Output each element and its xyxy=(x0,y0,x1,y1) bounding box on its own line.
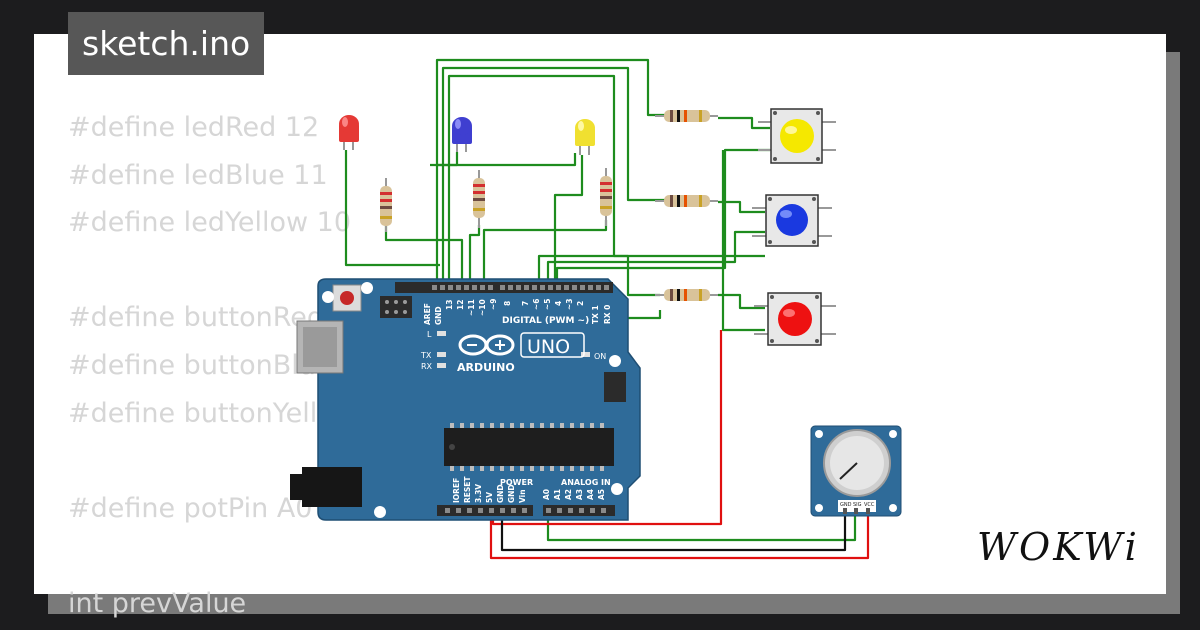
resistor[interactable] xyxy=(655,110,718,122)
wire-red[interactable] xyxy=(489,512,870,560)
wire-black[interactable] xyxy=(500,512,847,552)
potentiometer[interactable]: GND SIG VCC xyxy=(810,425,902,517)
pushbutton-blue[interactable] xyxy=(752,194,832,247)
pin-label: GND xyxy=(434,306,443,325)
code-line: #define ledRed 12 xyxy=(68,112,320,143)
wire-green[interactable] xyxy=(437,152,459,167)
onboard-leds: L TX RX ON xyxy=(420,330,606,371)
pot-pin-label: SIG xyxy=(853,502,862,508)
wire-green[interactable] xyxy=(537,254,765,288)
pin-label: AREF xyxy=(423,303,432,325)
led-label-rx: RX xyxy=(421,362,433,371)
pin-label: 8 xyxy=(503,301,512,306)
wire-green[interactable] xyxy=(430,153,577,167)
wokwi-logo: WOKWi xyxy=(977,525,1140,569)
code-line: #define ledBlue 11 xyxy=(68,159,328,191)
pin-label: ~5 xyxy=(543,298,552,310)
file-title: sketch.ino xyxy=(68,12,265,75)
led-label-on: ON xyxy=(594,352,606,361)
analog-pin-label: A0 xyxy=(542,489,551,500)
resistor[interactable] xyxy=(655,195,718,207)
wire-green[interactable] xyxy=(468,225,481,288)
analog-pin-label: A2 xyxy=(564,489,573,500)
wire-green[interactable] xyxy=(546,512,857,542)
analog-pin-label: A5 xyxy=(597,489,606,500)
pin-label: TX 1 xyxy=(591,305,600,324)
microcontroller-chip xyxy=(444,428,614,466)
pin-label: ~11 xyxy=(467,299,476,316)
pushbutton-yellow[interactable] xyxy=(758,108,836,164)
power-pin-label: Vin xyxy=(518,489,527,503)
power-label: POWER xyxy=(500,478,533,487)
wire-green[interactable] xyxy=(441,66,665,288)
wire-green[interactable] xyxy=(344,150,440,267)
pin-label: 7 xyxy=(521,301,530,306)
board-model: UNO xyxy=(527,336,570,358)
power-pin-label: IOREF xyxy=(452,478,461,503)
analog-label: ANALOG IN xyxy=(561,478,611,487)
code-line: int prevValue xyxy=(68,587,247,619)
code-line: #define ledYellow 10 xyxy=(68,207,351,239)
led-red[interactable] xyxy=(339,115,359,150)
board-brand: ARDUINO xyxy=(457,361,515,374)
wire-green[interactable] xyxy=(555,148,770,288)
digital-header-pins[interactable] xyxy=(432,285,609,290)
analog-pin-label: A1 xyxy=(553,489,562,500)
wires xyxy=(344,58,870,560)
wire-green[interactable] xyxy=(625,303,662,320)
analog-pin-label: A4 xyxy=(586,489,595,500)
wire-green[interactable] xyxy=(718,116,770,130)
pin-label: 12 xyxy=(456,300,465,310)
wire-green[interactable] xyxy=(721,150,765,332)
pin-label: ~10 xyxy=(478,299,487,316)
pin-label: ~6 xyxy=(532,298,541,310)
wire-green[interactable] xyxy=(718,200,765,214)
pot-pin-label: GND xyxy=(840,502,852,508)
pin-label: 4 xyxy=(554,301,563,306)
pin-label: ~9 xyxy=(489,298,498,310)
power-pin-label: RESET xyxy=(463,476,472,503)
resistor[interactable] xyxy=(380,178,392,232)
power-pin-label: GND xyxy=(507,484,516,503)
resistor[interactable] xyxy=(655,289,718,301)
pin-label: 2 xyxy=(576,301,585,306)
potentiometer-knob-indicator xyxy=(839,462,858,480)
wire-green[interactable] xyxy=(718,293,765,310)
pin-label: 13 xyxy=(445,300,454,310)
power-header-pins[interactable] xyxy=(445,508,606,513)
wire-green[interactable] xyxy=(553,155,584,288)
power-pin-label: 3.3V xyxy=(474,484,483,503)
digital-label: DIGITAL (PWM ~) xyxy=(502,316,589,326)
pot-pin-label: VCC xyxy=(864,502,875,508)
power-pin-label: 5V xyxy=(485,492,494,503)
pin-label: ~3 xyxy=(565,298,574,310)
led-label-l: L xyxy=(427,330,432,339)
wire-green[interactable] xyxy=(546,230,765,288)
pushbutton-red[interactable] xyxy=(754,292,836,346)
led-label-tx: TX xyxy=(420,351,432,360)
led-yellow[interactable] xyxy=(575,119,595,155)
power-pin-label: GND xyxy=(496,484,505,503)
wire-green[interactable] xyxy=(435,58,665,288)
resistor[interactable] xyxy=(600,168,612,226)
analog-pin-label: A3 xyxy=(575,489,584,500)
arduino-uno-board[interactable]: AREF GND 13 12 ~11 ~10 ~9 8 7 ~6 ~5 4 ~3… xyxy=(290,278,641,521)
resistor[interactable] xyxy=(473,170,485,228)
pin-label: RX 0 xyxy=(603,305,612,324)
infinity-logo-icon xyxy=(458,334,515,356)
wire-green[interactable] xyxy=(482,220,608,288)
led-blue[interactable] xyxy=(452,117,472,152)
code-line: #define potPin A0 xyxy=(68,492,313,524)
wire-green[interactable] xyxy=(384,222,464,288)
